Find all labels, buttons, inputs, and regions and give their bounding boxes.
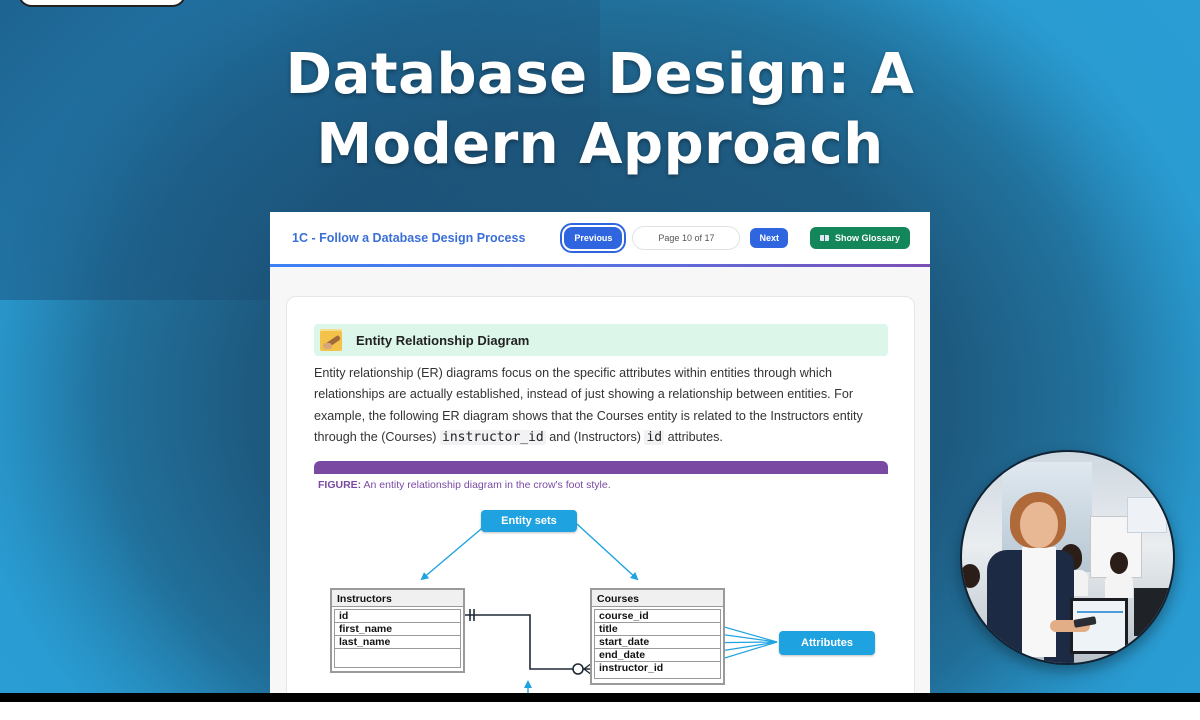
lesson-title: 1C - Follow a Database Design Process xyxy=(292,231,526,245)
background-person-body xyxy=(1105,574,1133,598)
code-id: id xyxy=(644,429,665,445)
entity-attributes: course_id title start_date end_date inst… xyxy=(594,609,721,679)
figure-caption: FIGURE: An entity relationship diagram i… xyxy=(318,479,611,491)
top-pill-button[interactable] xyxy=(18,0,186,7)
slide-background: Database Design: A Modern Approach 1C - … xyxy=(0,0,1200,693)
entity-title: Courses xyxy=(592,590,723,607)
monitor xyxy=(1134,588,1173,636)
section-header: Entity Relationship Diagram xyxy=(314,324,888,356)
section-paragraph: Entity relationship (ER) diagrams focus … xyxy=(314,363,894,448)
attribute-row: id xyxy=(335,610,460,623)
attributes-callout: Attributes xyxy=(779,631,875,655)
attribute-row: first_name xyxy=(335,623,460,636)
lesson-header: 1C - Follow a Database Design Process Pr… xyxy=(270,212,930,267)
page-indicator: Page 10 of 17 xyxy=(632,226,741,250)
presenter-face xyxy=(1020,502,1058,548)
slide-title-line-1: Database Design: A xyxy=(285,42,915,107)
section-title: Entity Relationship Diagram xyxy=(356,332,530,348)
background-person xyxy=(962,564,980,588)
presenter-shirt xyxy=(1022,547,1056,657)
entity-courses: Courses course_id title start_date end_d… xyxy=(590,588,725,685)
lesson-card: 1C - Follow a Database Design Process Pr… xyxy=(270,212,930,693)
show-glossary-button[interactable]: Show Glossary xyxy=(809,227,910,249)
next-button[interactable]: Next xyxy=(750,228,788,248)
entity-title: Instructors xyxy=(332,590,463,607)
attribute-row: end_date xyxy=(595,649,720,662)
entity-instructors: Instructors id first_name last_name xyxy=(330,588,465,673)
figure-caption-text: An entity relationship diagram in the cr… xyxy=(361,479,611,491)
bottom-black-bar xyxy=(0,693,1200,702)
attribute-row: course_id xyxy=(595,610,720,623)
show-glossary-label: Show Glossary xyxy=(834,233,900,243)
book-icon xyxy=(819,235,829,241)
er-diagram: Entity sets Attributes Instructors id fi… xyxy=(287,297,916,693)
code-instructor-id: instructor_id xyxy=(440,429,546,445)
entity-attributes: id first_name last_name xyxy=(334,609,461,668)
content-panel: Entity Relationship Diagram Entity relat… xyxy=(286,296,915,693)
diagram-connectors xyxy=(420,523,778,693)
note-pencil-icon xyxy=(320,329,342,351)
entity-sets-callout: Entity sets xyxy=(481,510,577,532)
slide-title: Database Design: A Modern Approach xyxy=(0,40,1200,180)
attribute-row: instructor_id xyxy=(599,662,664,674)
previous-button[interactable]: Previous xyxy=(562,225,625,251)
attribute-row xyxy=(335,649,460,667)
attribute-row: start_date xyxy=(595,636,720,649)
attribute-row: last_name xyxy=(335,636,460,649)
paragraph-text: attributes. xyxy=(664,429,723,444)
figure-caption-label: FIGURE: xyxy=(318,479,362,491)
slide-title-line-2: Modern Approach xyxy=(316,112,884,177)
wall-chart xyxy=(1127,497,1167,533)
paragraph-text: and (Instructors) xyxy=(545,429,645,444)
background-person xyxy=(1110,552,1128,574)
presenter-avatar xyxy=(960,450,1175,665)
page-navigation: Previous Page 10 of 17 Next Show Glossar… xyxy=(562,225,910,251)
attribute-row: title xyxy=(595,623,720,636)
figure-header-bar xyxy=(314,461,888,474)
paragraph-text: Entity relationship (ER) diagrams focus … xyxy=(314,366,863,444)
